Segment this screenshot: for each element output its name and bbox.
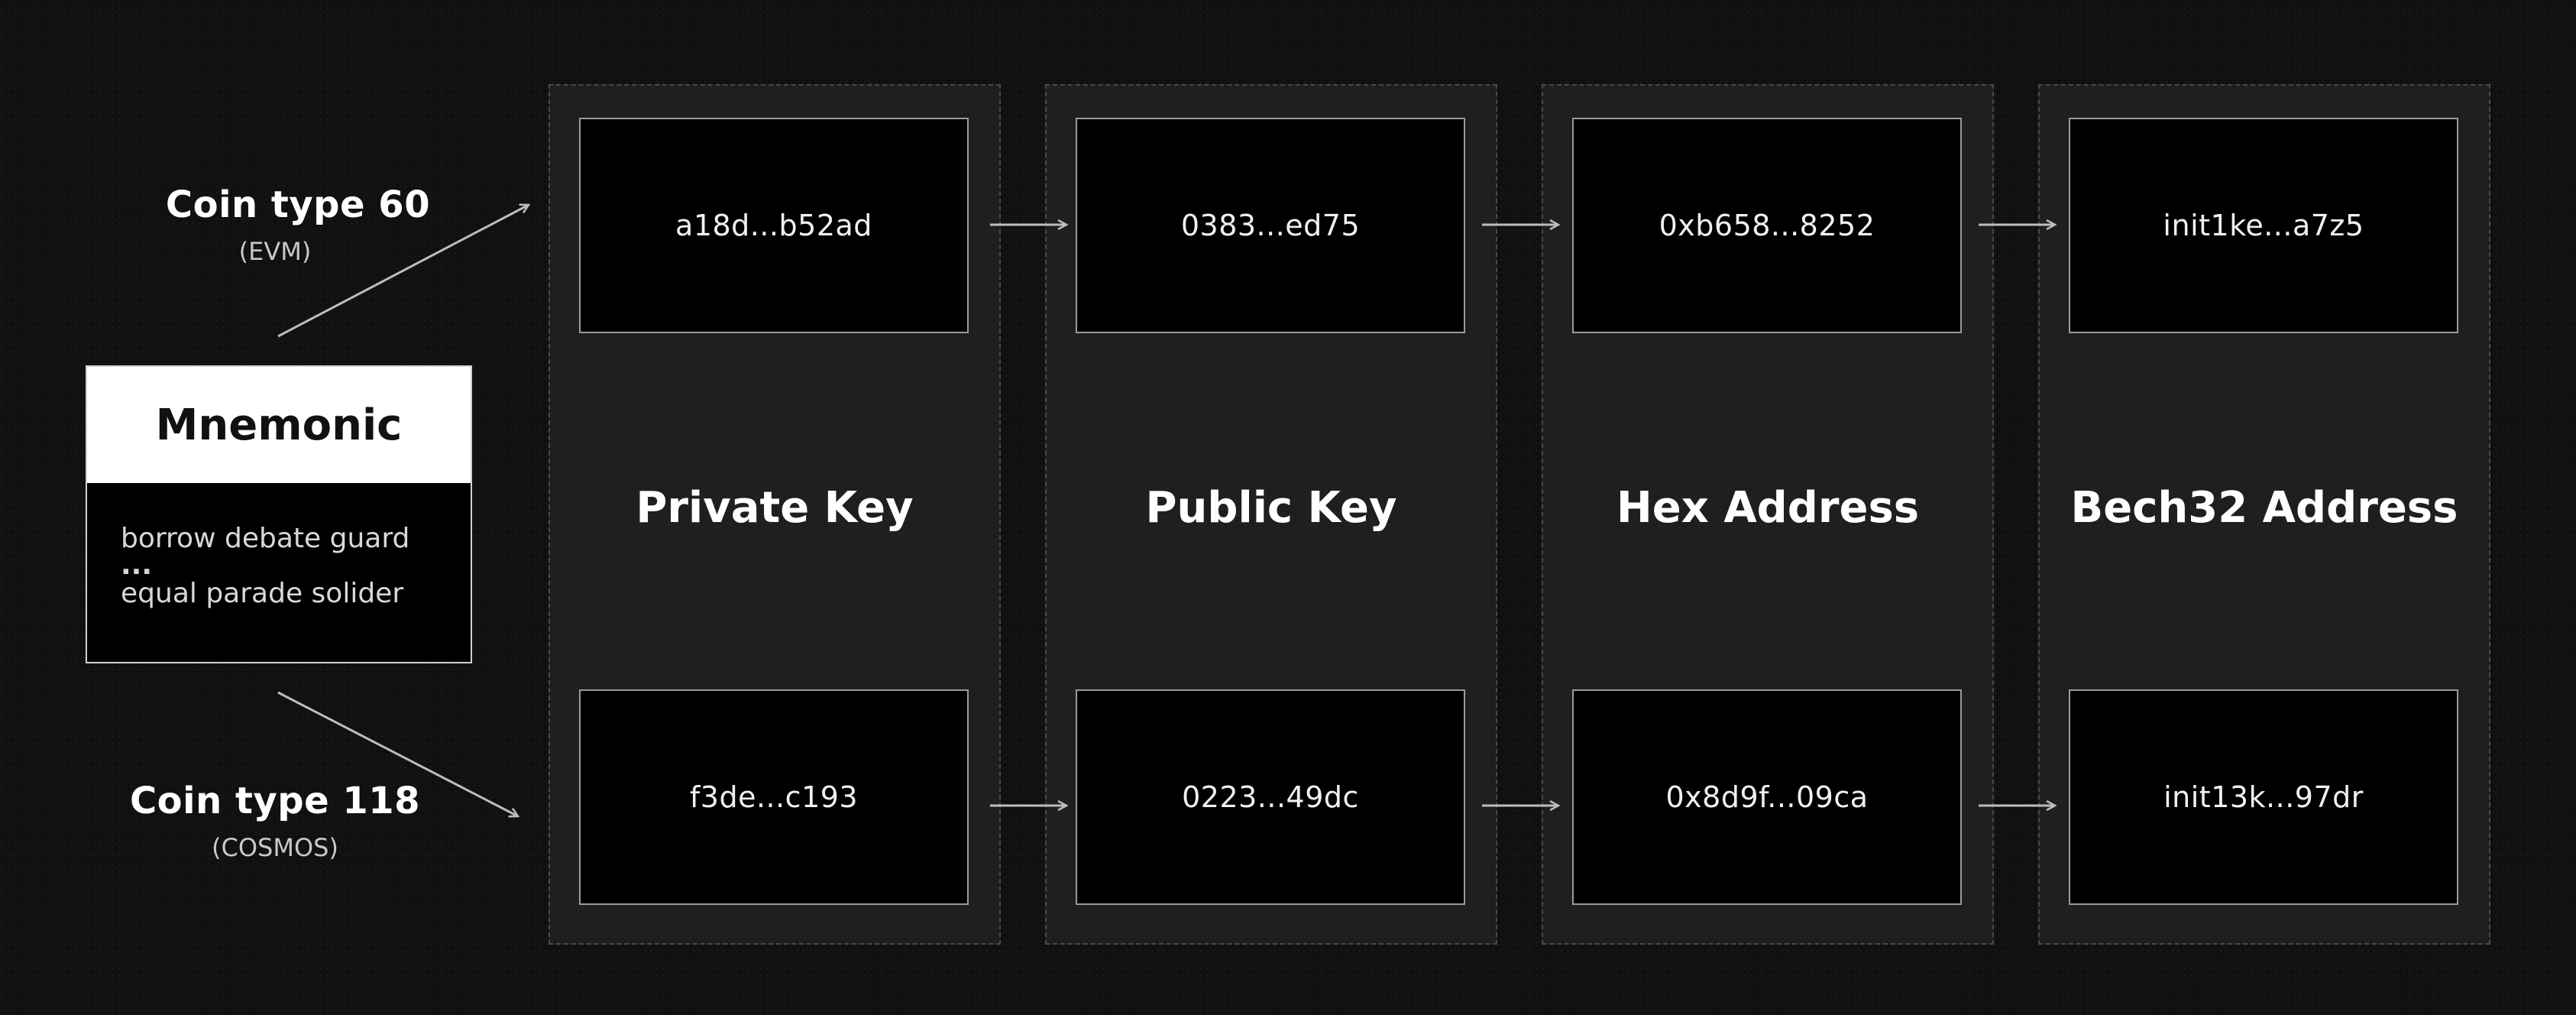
hex-address-evm-box: 0xb658...8252 bbox=[1572, 118, 1962, 333]
coin-type-60-subtitle: (EVM) bbox=[238, 237, 312, 266]
column-title-private-key: Private Key bbox=[636, 483, 914, 533]
column-title-public-key: Public Key bbox=[1145, 483, 1397, 533]
coin-type-60-label: Coin type 60 bbox=[165, 183, 431, 226]
column-public-key: 0383...ed75 Public Key 0223...49dc bbox=[1045, 84, 1497, 945]
column-private-key: a18d...b52ad Private Key f3de...c193 bbox=[549, 84, 1001, 945]
mnemonic-line-1: borrow debate guard bbox=[121, 523, 410, 554]
public-key-cosmos-box: 0223...49dc bbox=[1076, 689, 1465, 905]
column-hex-address: 0xb658...8252 Hex Address 0x8d9f...09ca bbox=[1542, 84, 1994, 945]
mnemonic-ellipsis: ... bbox=[121, 550, 153, 581]
bech32-address-cosmos-box: init13k...97dr bbox=[2069, 689, 2458, 905]
mnemonic-title: Mnemonic bbox=[87, 367, 471, 483]
column-title-bech32-address: Bech32 Address bbox=[2070, 483, 2458, 533]
coin-type-118-label: Coin type 118 bbox=[129, 780, 421, 822]
mnemonic-box: Mnemonic borrow debate guard ... equal p… bbox=[86, 365, 472, 663]
private-key-evm-box: a18d...b52ad bbox=[579, 118, 969, 333]
public-key-evm-box: 0383...ed75 bbox=[1076, 118, 1465, 333]
hex-address-cosmos-box: 0x8d9f...09ca bbox=[1572, 689, 1962, 905]
bech32-address-evm-box: init1ke...a7z5 bbox=[2069, 118, 2458, 333]
coin-type-118-subtitle: (COSMOS) bbox=[212, 833, 338, 862]
mnemonic-phrase: borrow debate guard ... equal parade sol… bbox=[87, 483, 471, 610]
column-title-hex-address: Hex Address bbox=[1616, 483, 1920, 533]
private-key-cosmos-box: f3de...c193 bbox=[579, 689, 969, 905]
column-bech32-address: init1ke...a7z5 Bech32 Address init13k...… bbox=[2038, 84, 2490, 945]
mnemonic-line-2: equal parade solider bbox=[121, 578, 404, 609]
